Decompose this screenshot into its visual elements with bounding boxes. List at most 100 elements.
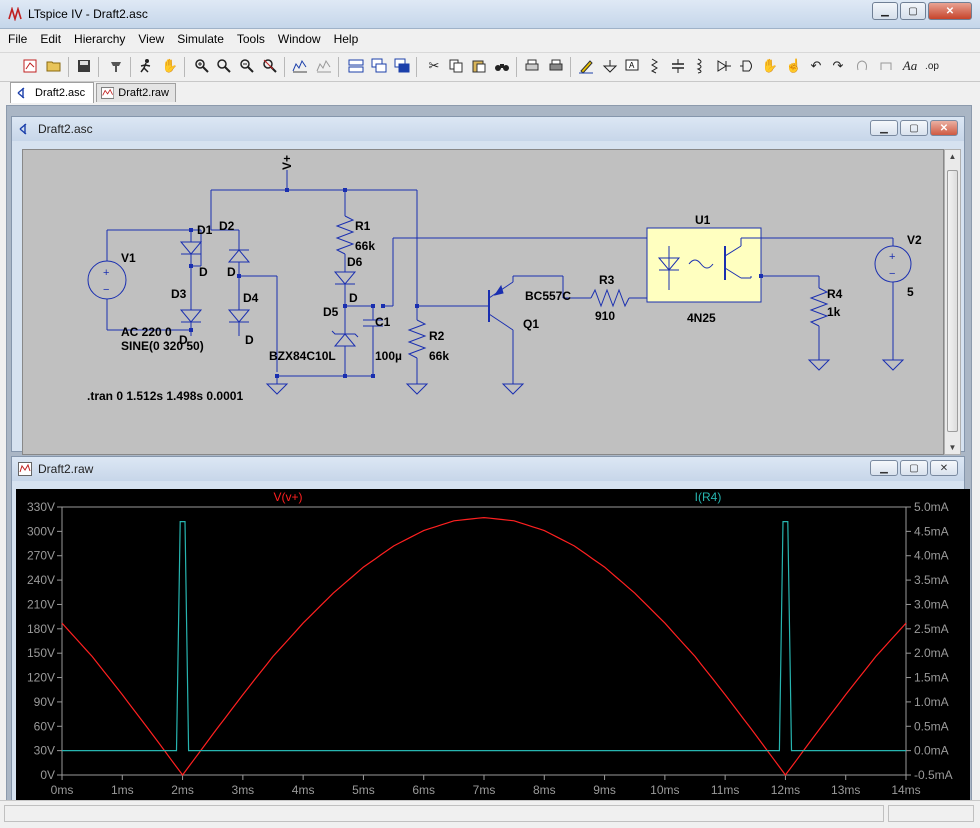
d4-label: D4 <box>243 291 259 305</box>
paste-icon[interactable] <box>469 56 489 76</box>
grid-icon[interactable] <box>314 56 334 76</box>
menu-view[interactable]: View <box>138 32 165 46</box>
vplus-label: V+ <box>280 155 294 170</box>
rotate-icon[interactable] <box>852 56 872 76</box>
d3-label: D3 <box>171 287 187 301</box>
schematic-minimize-button[interactable]: ▁ <box>870 120 898 136</box>
label-net-icon[interactable]: A <box>622 56 642 76</box>
waveform-svg[interactable]: V(v+) I(R4) 330V300V270V240V210V180V150V… <box>16 489 970 809</box>
menu-hierarchy[interactable]: Hierarchy <box>74 32 126 46</box>
trace-label-vvplus[interactable]: V(v+) <box>273 490 302 504</box>
menu-window[interactable]: Window <box>277 32 321 46</box>
inductor-icon[interactable] <box>690 56 710 76</box>
close-icon: ✕ <box>939 122 949 134</box>
print-setup-icon[interactable] <box>522 56 542 76</box>
svg-text:A: A <box>629 61 635 70</box>
svg-text:+: + <box>889 251 895 263</box>
cascade-icon[interactable] <box>369 56 389 76</box>
ground-icon[interactable] <box>600 56 620 76</box>
r2-label: R2 <box>429 329 445 343</box>
c1-value-label: 100µ <box>375 349 402 363</box>
menu-tools[interactable]: Tools <box>236 32 265 46</box>
diode-icon[interactable] <box>714 56 734 76</box>
maximize-button[interactable]: ▢ <box>900 2 926 20</box>
zoom-in-icon[interactable] <box>192 56 212 76</box>
schematic-drawing[interactable]: +− +− <box>23 150 943 454</box>
resistor-icon[interactable] <box>646 56 666 76</box>
tab-draft2-raw[interactable]: Draft2.raw <box>96 83 176 102</box>
svg-text:−: − <box>889 268 895 280</box>
menu-simulate[interactable]: Simulate <box>177 32 224 46</box>
redo-icon[interactable]: ↷ <box>832 58 844 73</box>
x-tick-label: 13ms <box>831 783 860 797</box>
left-tick-label: 150V <box>27 646 55 660</box>
ground-symbol <box>265 383 289 395</box>
plot-maximize-button[interactable]: ▢ <box>900 460 928 476</box>
zoom-out-icon[interactable] <box>237 56 257 76</box>
tran-directive[interactable]: .tran 0 1.512s 1.498s 0.0001 <box>87 389 243 403</box>
minimize-button[interactable]: ▁ <box>872 2 898 20</box>
tab-draft2-asc[interactable]: Draft2.asc <box>10 82 94 103</box>
capacitor-icon[interactable] <box>668 56 688 76</box>
r4-value-label: 1k <box>827 305 841 319</box>
left-tick-label: 30V <box>34 744 55 758</box>
find-binoculars-icon[interactable] <box>492 56 512 76</box>
right-tick-label: 2.0mA <box>914 646 949 660</box>
d2-model-label: D <box>227 265 236 279</box>
copy-icon[interactable] <box>446 56 466 76</box>
d5-zener <box>333 333 357 347</box>
tile-horizontal-icon[interactable] <box>346 56 366 76</box>
run-icon[interactable] <box>136 56 156 76</box>
schematic-maximize-button[interactable]: ▢ <box>900 120 928 136</box>
right-tick-label: 4.5mA <box>914 524 949 538</box>
zoom-pan-icon[interactable] <box>214 56 234 76</box>
drag-hand-icon[interactable]: ☝ <box>785 58 803 73</box>
schematic-canvas[interactable]: +− +− <box>22 149 944 455</box>
scroll-up-icon[interactable]: ▲ <box>948 152 957 161</box>
open-folder-icon[interactable] <box>44 56 64 76</box>
halt-hand-icon[interactable]: ✋ <box>161 58 179 73</box>
zoom-fit-icon[interactable] <box>260 56 280 76</box>
d3-diode <box>179 309 203 323</box>
undo-icon[interactable]: ↶ <box>810 58 822 73</box>
trace-label-ir4[interactable]: I(R4) <box>695 490 722 504</box>
save-icon[interactable] <box>74 56 94 76</box>
ltspice-app-icon <box>8 7 22 21</box>
cut-icon[interactable]: ✂ <box>428 58 440 73</box>
q1-label: Q1 <box>523 317 539 331</box>
autorange-icon[interactable] <box>290 56 310 76</box>
x-tick-label: 12ms <box>771 783 800 797</box>
spice-directive-icon[interactable]: .op <box>925 60 939 72</box>
trace-ir4[interactable] <box>62 521 906 752</box>
control-panel-icon[interactable] <box>106 56 126 76</box>
plot-minimize-button[interactable]: ▁ <box>870 460 898 476</box>
right-tick-label: 0.0mA <box>914 744 949 758</box>
schematic-vertical-scrollbar[interactable]: ▲ ▼ <box>944 149 961 455</box>
plot-close-button[interactable]: ✕ <box>930 460 958 476</box>
mirror-icon[interactable] <box>876 56 896 76</box>
trace-vvplus[interactable] <box>61 516 907 777</box>
draw-wire-icon[interactable] <box>576 56 596 76</box>
scroll-down-icon[interactable]: ▼ <box>948 443 957 452</box>
text-icon[interactable]: Aa <box>902 58 918 73</box>
move-hand-icon[interactable]: ✋ <box>761 58 779 73</box>
right-tick-label: 2.5mA <box>914 622 949 636</box>
scroll-thumb[interactable] <box>947 170 958 432</box>
menu-edit[interactable]: Edit <box>40 32 62 46</box>
print-icon[interactable] <box>546 56 566 76</box>
menu-help[interactable]: Help <box>333 32 359 46</box>
d4-model-label: D <box>245 333 254 347</box>
component-icon[interactable] <box>738 56 758 76</box>
left-tick-label: 120V <box>27 671 55 685</box>
left-tick-label: 210V <box>27 597 55 611</box>
maximize-icon: ▢ <box>908 5 918 17</box>
schematic-close-button[interactable]: ✕ <box>930 120 958 136</box>
plot-window-title: Draft2.raw <box>38 462 94 476</box>
close-button[interactable]: ✕ <box>928 2 972 20</box>
menu-file[interactable]: File <box>8 32 28 46</box>
close-all-icon[interactable] <box>392 56 412 76</box>
new-schematic-icon[interactable] <box>20 56 40 76</box>
minimize-icon: ▁ <box>880 122 888 134</box>
